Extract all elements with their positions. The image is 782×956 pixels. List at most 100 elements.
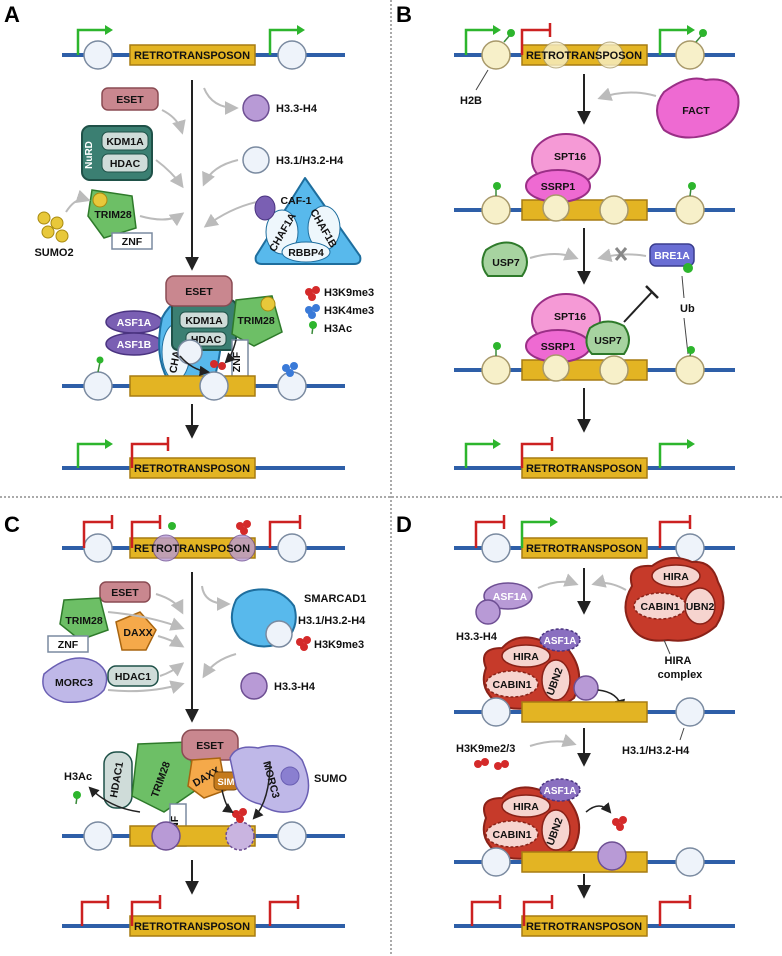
recruit-arrow xyxy=(159,662,185,677)
hdac1-protein xyxy=(103,751,133,809)
znf-protein xyxy=(111,232,153,250)
k9-label: H3K9me3 xyxy=(314,639,364,651)
sim-label: SIM xyxy=(218,777,235,788)
retrotransposon-label: RETROTRANSPOSON xyxy=(134,921,250,933)
repressed-promoter xyxy=(268,900,298,926)
nucleosome xyxy=(542,354,570,382)
morc3-label: MORC3 xyxy=(55,677,93,689)
h3k9me3-mark xyxy=(300,643,308,651)
h33-h4-dimer xyxy=(475,599,501,625)
eset-protein xyxy=(101,87,159,111)
deposition-arrow xyxy=(252,761,271,820)
asf1b-label: ASF1B xyxy=(117,339,152,351)
nucleosome xyxy=(599,355,629,385)
usp7-label: USP7 xyxy=(492,257,520,269)
nucleosome xyxy=(599,195,629,225)
asf1a-label: ASF1A xyxy=(493,591,528,603)
nucleosome xyxy=(277,40,307,70)
eset-protein xyxy=(99,581,151,603)
sumo-bead xyxy=(92,192,108,208)
spt16-label: SPT16 xyxy=(554,311,586,323)
h3k9me3-mark xyxy=(616,823,624,831)
h2b-label: H2B xyxy=(460,95,482,107)
h3ac-mark xyxy=(73,791,81,799)
methylation-arrow xyxy=(221,789,234,814)
znf-label: ZNF xyxy=(58,639,79,651)
active-promoter-arrow xyxy=(658,442,687,468)
h31-h4-label: H3.1/H3.2-H4 xyxy=(276,155,344,167)
nucleosome xyxy=(675,40,705,70)
recruit-arrow xyxy=(65,189,91,213)
ubn2-protein xyxy=(684,587,716,625)
h3k9me3-mark xyxy=(236,815,244,823)
ubn2-protein xyxy=(541,659,571,701)
rbbp4-protein xyxy=(281,241,331,263)
blocked-arrow xyxy=(597,248,647,263)
nucleosome xyxy=(675,847,705,877)
recruit-arrow xyxy=(591,574,627,591)
recruit-arrow xyxy=(161,109,186,135)
repressed-promoter xyxy=(522,900,552,926)
kdm1a-protein xyxy=(179,311,229,329)
retrotransposon-box xyxy=(129,44,256,66)
eset-label: ESET xyxy=(196,740,224,752)
fact-label: FACT xyxy=(682,105,710,117)
h33-nucleosome xyxy=(152,534,180,562)
kdm1a-label: KDM1A xyxy=(106,136,144,148)
methylation-arrow xyxy=(224,339,237,364)
asf1-subunit xyxy=(254,195,276,221)
nucleosome xyxy=(596,41,624,69)
deposit-arrow xyxy=(202,159,239,187)
active-promoter-arrowhead xyxy=(297,25,305,35)
ssrp1-label: SSRP1 xyxy=(541,341,576,353)
inhibition-bar xyxy=(645,285,659,299)
znf-label: ZNF xyxy=(122,236,143,248)
hira-complex-label-2: complex xyxy=(658,669,704,681)
usp7-protein xyxy=(481,241,528,277)
nucleosome xyxy=(675,195,705,225)
h31-h32-h4-dimer xyxy=(242,146,270,174)
asf1a-protein xyxy=(539,778,581,802)
sumo-bead xyxy=(41,225,55,239)
active-promoter-arrow xyxy=(76,28,105,55)
legend-h3ac: H3Ac xyxy=(324,323,352,335)
hdac1-label: HDAC1 xyxy=(115,671,151,683)
h33-h4-label: H3.3-H4 xyxy=(274,681,316,693)
recruit-arrow xyxy=(529,733,577,748)
active-promoter-arrow xyxy=(464,442,493,468)
h33-h4-label: H3.3-H4 xyxy=(456,631,498,643)
panel-c-letter: C xyxy=(4,512,20,537)
trim28-label: TRIM28 xyxy=(65,615,103,627)
hira-protein xyxy=(501,794,551,818)
eset-label: ESET xyxy=(185,286,213,298)
hdac-protein xyxy=(101,153,149,173)
deacetylation-arrow xyxy=(88,786,141,813)
bre1a-protein xyxy=(649,243,695,267)
repressed-promoter xyxy=(82,520,112,548)
recruit-arrow xyxy=(155,159,184,189)
asf1a-protein xyxy=(539,628,581,652)
spt16-label: SPT16 xyxy=(554,151,586,163)
ub-mark xyxy=(688,182,696,190)
asf1a-label: ASF1A xyxy=(117,317,152,329)
nucleosome xyxy=(481,195,511,225)
deposition-arrow xyxy=(179,355,211,377)
ub-mark xyxy=(507,29,515,37)
retrotransposon-box xyxy=(521,701,648,723)
nucleosome xyxy=(83,533,113,563)
deposit-arrow xyxy=(202,653,237,679)
recruit-arrow xyxy=(537,573,579,589)
repressed-promoter xyxy=(520,28,550,55)
asf1a-label: ASF1A xyxy=(544,636,577,647)
repressed-promoter xyxy=(470,900,500,926)
active-promoter-arrowhead xyxy=(105,25,113,35)
nucleosome xyxy=(481,847,511,877)
legend-k4-swatch xyxy=(308,311,316,319)
sumo-bead xyxy=(50,216,64,230)
retrotransposon-box xyxy=(521,915,648,937)
hira-protein xyxy=(651,564,701,588)
methylation-arrow xyxy=(585,802,612,814)
eset-label: ESET xyxy=(111,587,139,599)
repressed-promoter xyxy=(130,900,160,926)
h33-nucleosome-incoming xyxy=(225,821,255,851)
